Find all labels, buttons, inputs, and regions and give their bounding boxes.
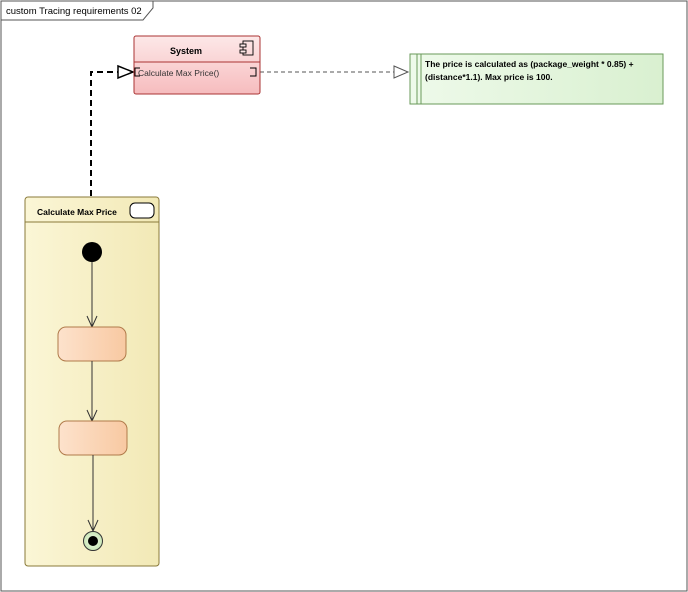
final-node[interactable] — [83, 531, 103, 551]
note-connector[interactable] — [260, 65, 410, 79]
action-node[interactable] — [58, 420, 128, 456]
action-node[interactable] — [57, 326, 127, 362]
note-text-line-2: (distance*1.1). Max price is 100. — [425, 72, 553, 82]
frame-title-tab — [0, 0, 154, 21]
arrowhead-icon — [117, 64, 136, 80]
note-text-line-1: The price is calculated as (package_weig… — [425, 59, 634, 69]
component-icon — [239, 40, 254, 56]
component-name: System — [170, 46, 202, 56]
arrowhead-icon — [393, 65, 410, 79]
activity-calculate-max-price[interactable]: Calculate Max Price — [24, 196, 160, 567]
component-system[interactable]: System Calculate Max Price() — [133, 35, 261, 95]
note-box[interactable]: The price is calculated as (package_weig… — [409, 53, 664, 105]
component-operation[interactable]: Calculate Max Price() — [138, 68, 219, 78]
activity-icon — [129, 202, 155, 219]
initial-node[interactable] — [82, 242, 102, 262]
trace-connector[interactable] — [90, 64, 136, 196]
port-icon — [134, 67, 140, 77]
frame-title: custom Tracing requirements 02 — [6, 6, 142, 17]
activity-name: Calculate Max Price — [37, 207, 117, 217]
port-icon — [250, 67, 257, 77]
